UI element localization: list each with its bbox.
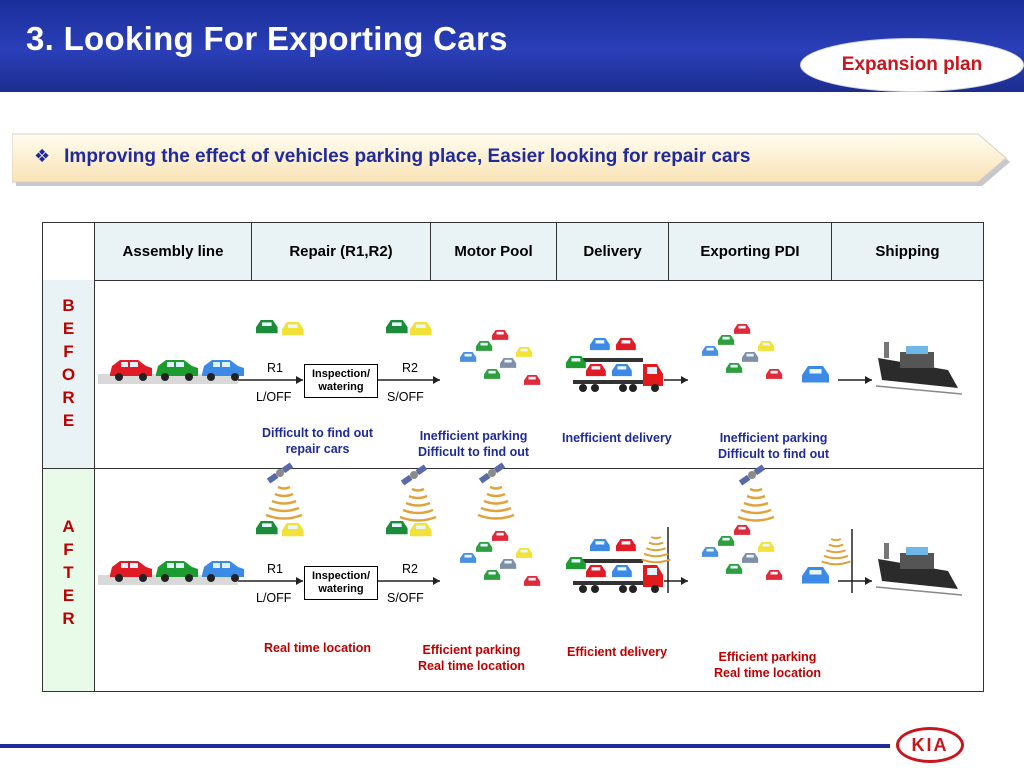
kia-logo: KIA: [896, 727, 964, 763]
column-header-exporting-pdi: Exporting PDI: [669, 223, 832, 280]
row-divider: [43, 280, 983, 281]
before-note-repair: Difficult to find out repair cars: [262, 426, 374, 456]
expansion-plan-badge: Expansion plan: [800, 38, 1024, 92]
process-table: Assembly line Repair (R1,R2) Motor Pool …: [42, 222, 984, 692]
after-letter: F: [63, 540, 74, 559]
column-header-motor-pool: Motor Pool: [431, 223, 557, 280]
before-letter: F: [63, 342, 74, 361]
before-letter: E: [62, 411, 75, 430]
after-r1-label: R1: [267, 562, 283, 576]
banner-arrow-shape: [12, 133, 1010, 186]
row-divider: [43, 468, 983, 469]
after-soff-label: S/OFF: [387, 591, 424, 605]
before-note-motor-pool: Inefficient parking Difficult to find ou…: [418, 429, 530, 459]
column-header-assembly-line: Assembly line: [95, 223, 252, 280]
before-note-delivery: Inefficient delivery: [562, 431, 672, 445]
after-letter: E: [62, 586, 75, 605]
before-letter: B: [62, 296, 75, 315]
after-note-pdi: Efficient parking Real time location: [714, 650, 821, 680]
banner-text: ❖ Improving the effect of vehicles parkin…: [34, 146, 750, 168]
slide-title: 3. Looking For Exporting Cars: [26, 20, 508, 57]
after-loff-label: L/OFF: [256, 591, 292, 605]
after-row-label: A F T E R: [43, 469, 95, 691]
before-letter: O: [61, 365, 76, 384]
before-row-label: B E F O R E: [43, 280, 95, 468]
after-note-delivery: Efficient delivery: [567, 645, 668, 659]
after-letter: R: [62, 609, 75, 628]
after-letter: T: [63, 563, 74, 582]
footer-rule: [0, 744, 890, 748]
before-letter: E: [62, 319, 75, 338]
after-letter: A: [62, 517, 75, 536]
before-r2-label: R2: [402, 361, 418, 375]
before-letter: R: [62, 388, 75, 407]
column-header-shipping: Shipping: [832, 223, 983, 280]
before-note-pdi: Inefficient parking Difficult to find ou…: [718, 431, 830, 461]
after-note-motor-pool: Efficient parking Real time location: [418, 643, 525, 673]
header-blank-cell: [43, 223, 95, 280]
before-r1-label: R1: [267, 361, 283, 375]
banner-message: Improving the effect of vehicles parking…: [64, 146, 751, 167]
column-header-delivery: Delivery: [557, 223, 669, 280]
banner: ❖ Improving the effect of vehicles parkin…: [12, 132, 1012, 186]
after-inspection-box: Inspection/ watering: [304, 566, 378, 600]
bullet-diamond-icon: ❖: [34, 146, 51, 166]
after-r2-label: R2: [402, 562, 418, 576]
before-loff-label: L/OFF: [256, 390, 292, 404]
column-header-repair: Repair (R1,R2): [252, 223, 431, 280]
after-note-repair: Real time location: [264, 641, 371, 655]
before-inspection-box: Inspection/ watering: [304, 364, 378, 398]
before-soff-label: S/OFF: [387, 390, 424, 404]
